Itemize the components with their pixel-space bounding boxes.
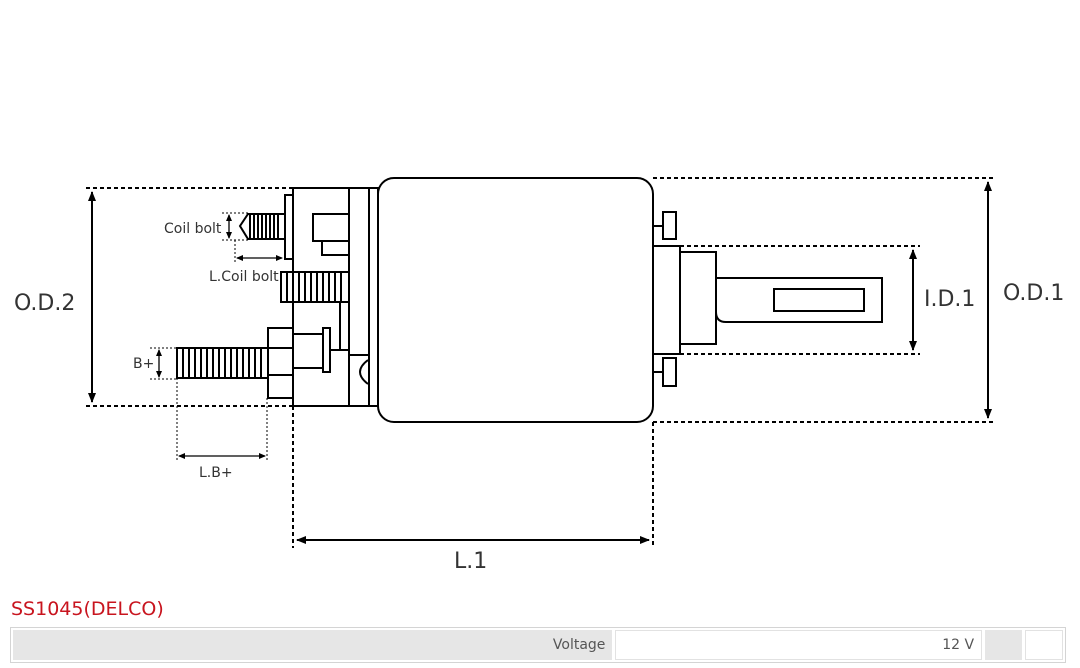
spec-extra-cell: [985, 630, 1023, 660]
solenoid-diagram: O.D.2 O.D.1 I.D.1 Coil bolt L.Coil bolt …: [14, 177, 1064, 574]
small-dimension-arrows: [156, 214, 283, 459]
label-coil-bolt: Coil bolt: [164, 221, 222, 237]
solenoid-body: [267, 177, 883, 423]
label-l-b-plus: L.B+: [199, 465, 233, 481]
spec-extra-cell: [1025, 630, 1063, 660]
spec-value-voltage: 12 V: [615, 630, 983, 660]
spec-table: Voltage 12 V: [10, 627, 1066, 663]
spec-label-voltage: Voltage: [13, 630, 613, 660]
fine-extension-lines: [150, 212, 268, 462]
label-l1: L.1: [454, 549, 487, 574]
dimension-arrows: [88, 181, 992, 544]
label-od2: O.D.2: [14, 291, 75, 316]
coil-bolt-rod: [280, 271, 350, 350]
coil-bolt-thread: [238, 213, 286, 240]
b-plus-thread: [176, 347, 269, 379]
label-l-coil-bolt: L.Coil bolt: [209, 269, 279, 285]
product-title: SS1045(DELCO): [11, 598, 164, 620]
extension-lines: [86, 177, 995, 548]
label-id1: I.D.1: [924, 287, 975, 312]
label-od1: O.D.1: [1003, 281, 1064, 306]
label-b-plus: B+: [133, 356, 154, 372]
